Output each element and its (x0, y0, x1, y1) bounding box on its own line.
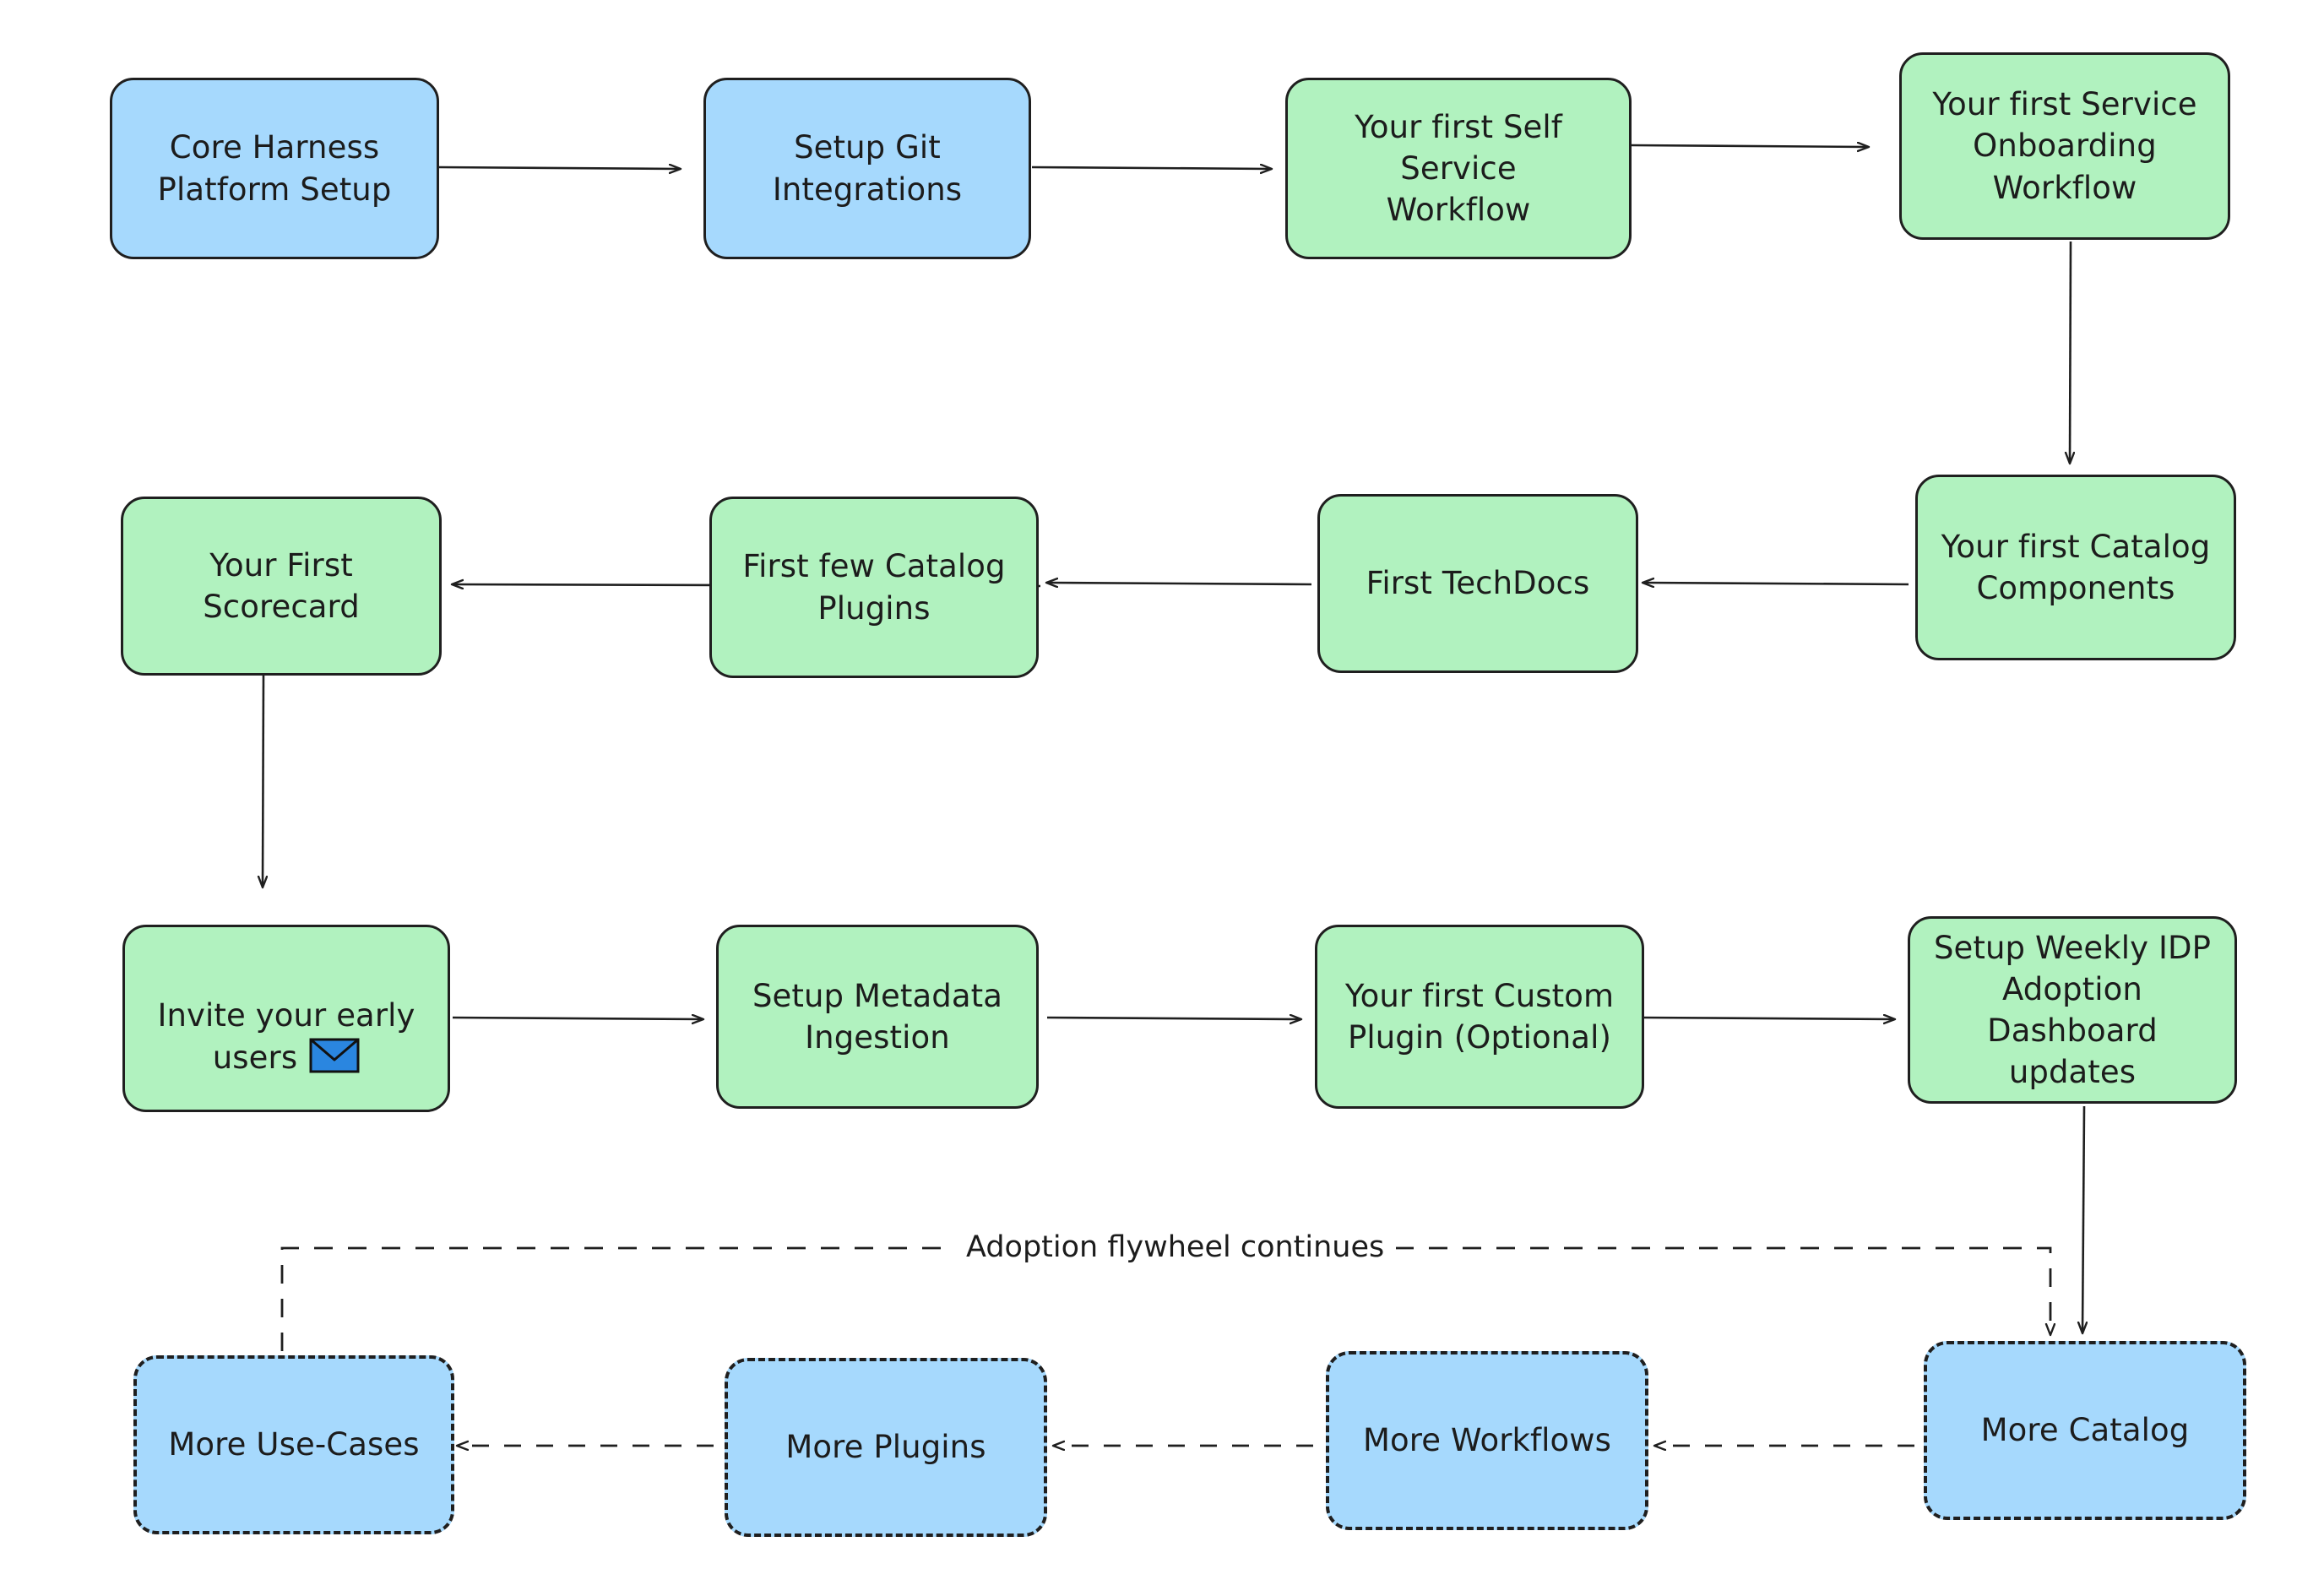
edge-metadata-ingestion-to-custom-plugin (1046, 1018, 1300, 1019)
node-first-techdocs[interactable]: First TechDocs (1317, 494, 1638, 673)
edge-core-harness-to-setup-git (438, 167, 680, 169)
node-label: Setup Metadata Ingestion (752, 977, 1003, 1056)
edge-custom-plugin-to-weekly-idp-dashboard (1642, 1018, 1894, 1019)
edge-catalog-components-to-first-techdocs (1643, 583, 1909, 584)
node-setup-git-integrations[interactable]: Setup Git Integrations (703, 78, 1031, 259)
node-label: More Workflows (1362, 1422, 1612, 1459)
node-label: More Catalog (1980, 1412, 2190, 1449)
node-label: Your First Scorecard (203, 546, 360, 625)
edge-label-adoption-flywheel-continues: Adoption flywheel continues (954, 1233, 1397, 1262)
node-label: Setup Git Integrations (772, 129, 963, 208)
envelope-icon (309, 1038, 360, 1083)
node-label: More Plugins (785, 1429, 986, 1466)
edge-first-techdocs-to-catalog-plugins (1047, 583, 1312, 584)
node-setup-metadata-ingestion[interactable]: Setup Metadata Ingestion (716, 925, 1039, 1109)
node-core-harness-platform-setup[interactable]: Core Harness Platform Setup (110, 78, 439, 259)
node-label: Your first Self Service Workflow (1355, 108, 1562, 229)
node-label: Your first Custom Plugin (Optional) (1344, 977, 1615, 1056)
node-label: Your first Catalog Components (1941, 528, 2211, 606)
node-your-first-service-onboarding-workflow[interactable]: Your first Service Onboarding Workflow (1899, 52, 2230, 240)
node-your-first-catalog-components[interactable]: Your first Catalog Components (1915, 475, 2236, 660)
edge-self-service-to-service-onboarding (1631, 145, 1868, 147)
edge-invite-early-users-to-metadata-ingestion (452, 1018, 703, 1019)
edge-weekly-idp-dashboard-to-more-catalog (2082, 1105, 2084, 1333)
node-label: Core Harness Platform Setup (157, 129, 392, 208)
node-label: Your first Service Onboarding Workflow (1932, 86, 2197, 206)
node-setup-weekly-idp-adoption-dashboard-updates[interactable]: Setup Weekly IDP Adoption Dashboard upda… (1908, 916, 2237, 1104)
node-first-few-catalog-plugins[interactable]: First few Catalog Plugins (709, 497, 1039, 678)
edge-setup-git-to-self-service-workflow (1031, 167, 1271, 169)
node-label: First TechDocs (1366, 565, 1590, 602)
node-more-plugins[interactable]: More Plugins (725, 1358, 1047, 1537)
invite-early-users-text: Invite your early users (157, 997, 415, 1076)
node-label: Setup Weekly IDP Adoption Dashboard upda… (1933, 929, 2212, 1091)
node-your-first-custom-plugin-optional[interactable]: Your first Custom Plugin (Optional) (1315, 925, 1644, 1109)
node-label: More Use-Cases (168, 1426, 420, 1463)
node-invite-your-early-users[interactable]: Invite your early users (122, 925, 450, 1112)
node-your-first-scorecard[interactable]: Your First Scorecard (121, 497, 442, 676)
node-more-workflows[interactable]: More Workflows (1326, 1351, 1648, 1530)
node-your-first-self-service-workflow[interactable]: Your first Self Service Workflow (1285, 78, 1632, 259)
edge-service-onboarding-to-catalog-components (2070, 241, 2071, 463)
node-more-catalog[interactable]: More Catalog (1924, 1341, 2246, 1520)
node-label: First few Catalog Plugins (742, 548, 1006, 627)
node-more-use-cases[interactable]: More Use-Cases (133, 1355, 454, 1534)
node-label: Invite your early users (157, 953, 415, 1083)
